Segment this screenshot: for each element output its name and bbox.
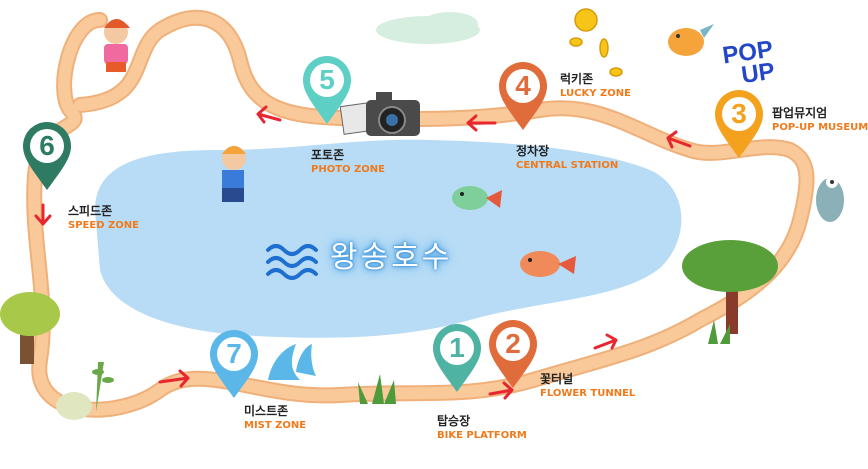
- lake-name: 왕송호수: [330, 240, 453, 275]
- rock-icon: [56, 392, 92, 420]
- plant-icon: [92, 362, 114, 412]
- direction-arrows: [34, 105, 692, 400]
- station-number: 2: [505, 328, 521, 359]
- station-pin-4[interactable]: 4: [497, 60, 549, 132]
- plant-icon: [708, 320, 730, 344]
- popup-logo-line2: UP: [739, 57, 777, 90]
- station-pin-7[interactable]: 7: [208, 328, 260, 400]
- camera-icon: [339, 92, 420, 136]
- bird-icon: [668, 24, 714, 56]
- tree-icon: [682, 240, 778, 334]
- station-pin-5[interactable]: 5: [301, 54, 353, 126]
- water-splash-icon: [268, 344, 316, 380]
- tree-icon: [0, 292, 60, 364]
- station-number: 1: [449, 332, 465, 363]
- station-pin-2[interactable]: 2: [487, 318, 539, 390]
- station-pin-3[interactable]: 3: [713, 88, 765, 160]
- station-pin-1[interactable]: 1: [431, 322, 483, 394]
- station-pin-6[interactable]: 6: [21, 120, 73, 192]
- station-number: 6: [39, 130, 55, 161]
- station-number: 3: [731, 98, 747, 129]
- station-number: 7: [226, 338, 242, 369]
- station-number: 4: [515, 70, 531, 101]
- plant-icon: [358, 374, 396, 404]
- popup-logo: POP UP: [721, 36, 777, 90]
- fish-icon: [452, 186, 502, 210]
- fish-icon: [520, 251, 576, 277]
- wave-icon: [266, 244, 318, 280]
- child-icon: [104, 19, 130, 72]
- station-number: 5: [319, 64, 335, 95]
- bird-icon: [816, 176, 844, 222]
- coins-icon: [569, 8, 623, 77]
- child-icon: [222, 146, 246, 202]
